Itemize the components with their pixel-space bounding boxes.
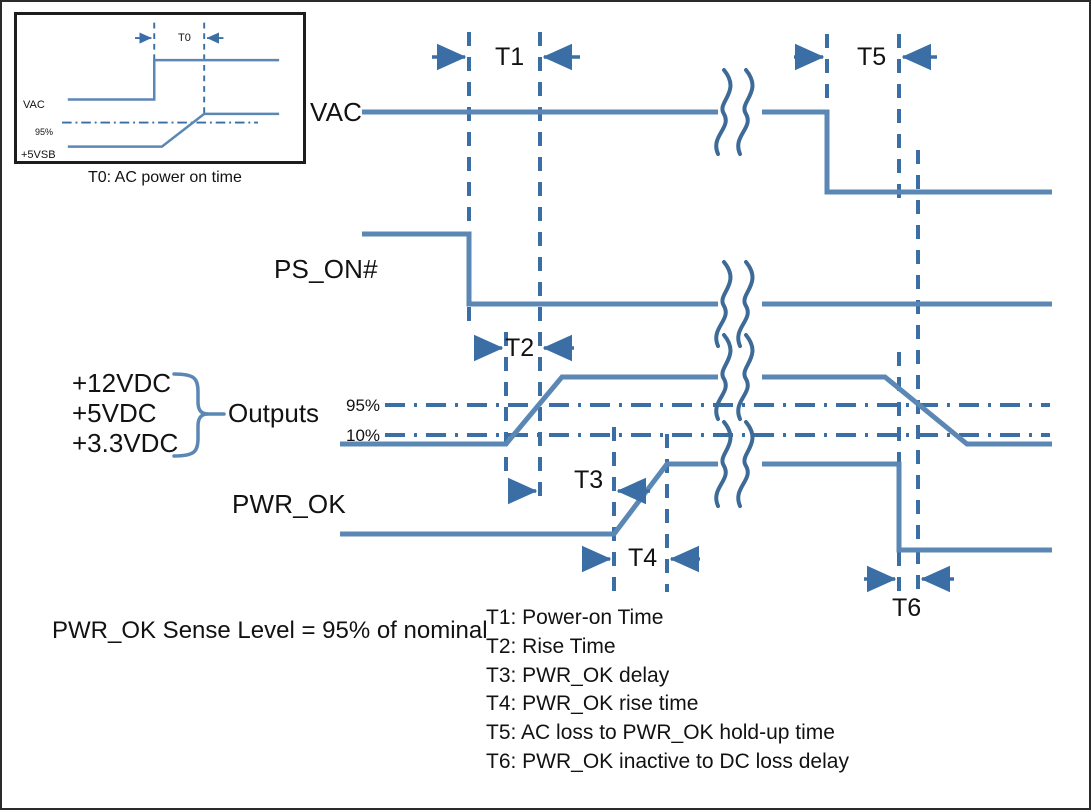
output-rail-3-3vdc: +3.3VDC [72,428,179,458]
interval-label-t2: T2 [505,334,535,362]
inset-label-t0: T0 [178,32,191,44]
inset-label-95pct: 95% [35,127,54,137]
interval-label-t1: T1 [495,43,525,71]
interval-label-t5: T5 [857,43,887,71]
output-rail-12vdc: +12VDC [72,368,171,398]
signal-label-pwr-ok: PWR_OK [232,489,346,519]
inset-waveform-5vsb [67,112,280,148]
waveform-ps-on [362,231,1052,307]
legend-item-t6: T6: PWR_OK inactive to DC loss delay [486,749,849,773]
legend-item-t5: T5: AC loss to PWR_OK hold-up time [486,721,835,745]
inset-t0-diagram: VAC +5VSB 95% T0 [14,12,306,164]
legend-item-t2: T2: Rise Time [486,634,616,658]
break-mark-ps-on [714,260,755,348]
outputs-brace [172,372,226,458]
sense-level-note: PWR_OK Sense Level = 95% of nominal [52,617,488,644]
break-mark-vac [714,68,755,156]
inset-canvas [62,22,280,148]
outputs-group-label: Outputs [228,398,320,428]
waveform-vac [362,109,1052,195]
interval-label-t6: T6 [892,594,922,622]
inset-label-vac: VAC [23,99,45,111]
threshold-label-10: 10% [346,426,381,445]
inset-label-5vsb: +5VSB [21,149,56,161]
legend-item-t1: T1: Power-on Time [486,606,664,629]
break-mark-pwr-ok [714,420,755,508]
signal-label-vac: VAC [310,97,363,127]
break-mark-outputs [714,333,755,421]
inset-waveform-vac [67,58,280,101]
legend: T1: Power-on Time T2: Rise Time T3: PWR_… [486,606,849,775]
legend-item-t4: T4: PWR_OK rise time [486,692,699,716]
output-rail-5vdc: +5VDC [72,398,157,428]
waveform-pwr-ok [340,461,1052,553]
waveform-outputs [340,374,1052,447]
legend-item-t3: T3: PWR_OK delay [486,663,670,687]
threshold-label-95: 95% [346,396,381,415]
interval-label-t4: T4 [628,544,658,572]
signal-label-ps-on: PS_ON# [274,254,378,284]
inset-caption: T0: AC power on time [88,169,242,186]
interval-label-t3: T3 [574,466,604,494]
